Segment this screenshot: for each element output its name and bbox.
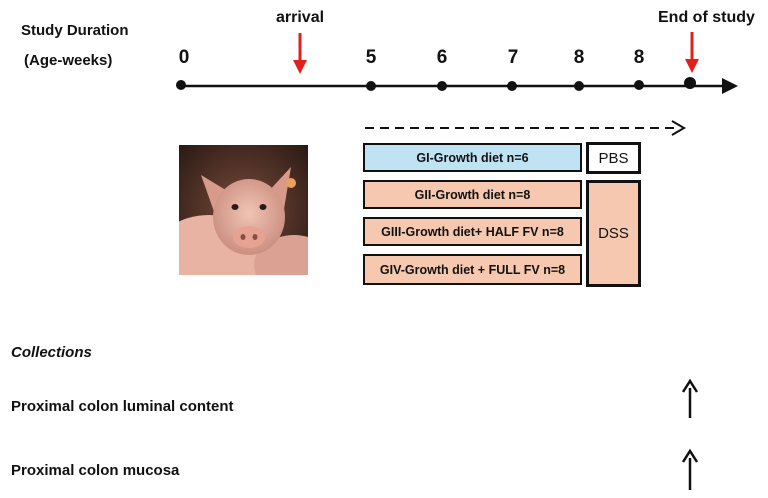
group-box-giv: GIV-Growth diet + FULL FV n=8	[363, 254, 582, 285]
group-box-gi: GI-Growth diet n=6	[363, 143, 582, 172]
collection-item-luminal: Proximal colon luminal content	[11, 398, 234, 415]
timeline-dot-5	[366, 81, 376, 91]
dss-label: DSS	[598, 225, 629, 242]
group-label-giv: GIV-Growth diet + FULL FV n=8	[380, 263, 565, 277]
timeline-dot-0	[176, 80, 186, 90]
group-label-giii: GIII-Growth diet+ HALF FV n=8	[381, 225, 564, 239]
timeline-dot-6	[437, 81, 447, 91]
group-box-gii: GII-Growth diet n=8	[363, 180, 582, 209]
pbs-label: PBS	[598, 150, 628, 167]
pbs-box: PBS	[586, 142, 641, 174]
timeline-dot-8a	[574, 81, 584, 91]
dss-box: DSS	[586, 180, 641, 287]
collection-item-mucosa: Proximal colon mucosa	[11, 462, 179, 479]
group-box-giii: GIII-Growth diet+ HALF FV n=8	[363, 217, 582, 246]
timeline-dot-7	[507, 81, 517, 91]
timeline-dot-end	[684, 77, 696, 89]
group-label-gii: GII-Growth diet n=8	[415, 188, 531, 202]
group-label-gi: GI-Growth diet n=6	[416, 151, 528, 165]
timeline-dot-8b	[634, 80, 644, 90]
collections-heading: Collections	[11, 344, 92, 361]
arrival-arrow-head	[293, 60, 307, 74]
timeline-arrowhead	[722, 78, 738, 94]
end-arrow-head	[685, 59, 699, 73]
piglet-photo	[179, 145, 308, 275]
